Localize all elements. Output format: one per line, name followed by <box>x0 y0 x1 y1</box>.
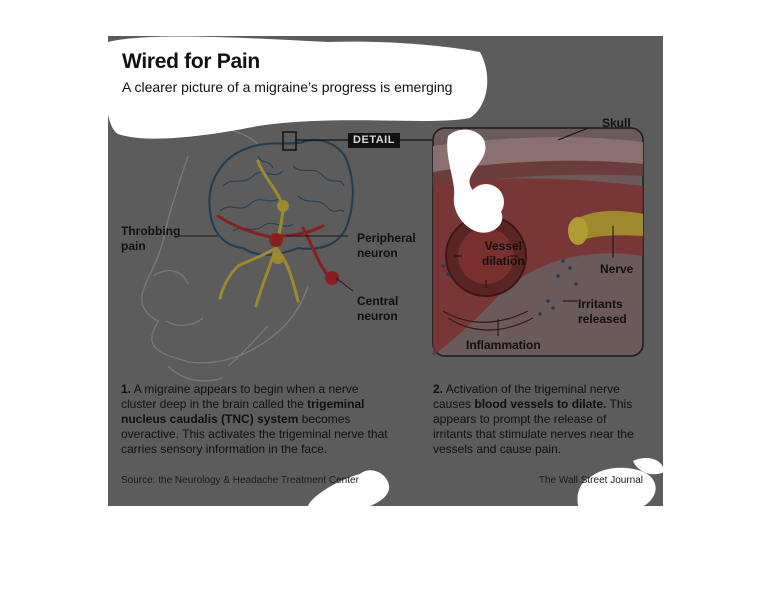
label-inflammation: Inflammation <box>466 338 541 352</box>
peripheral-neuron-dot <box>269 233 283 247</box>
tnc-dot <box>277 200 289 212</box>
caption-step-1: 1. A migraine appears to begin when a ne… <box>121 382 388 456</box>
brain-outline <box>208 139 354 256</box>
label-irritants-released: Irritants released <box>578 297 627 326</box>
label-central-neuron: Central neuron <box>357 294 399 323</box>
yellow-node-dot <box>272 252 284 264</box>
detail-tag: DETAIL <box>348 133 400 148</box>
detail-marker-box <box>282 131 297 151</box>
brain-folds <box>219 155 345 232</box>
caption-step-2: 2. Activation of the trigeminal nerve ca… <box>433 382 634 456</box>
text-layer: Wired for Pain A clearer picture of a mi… <box>108 36 663 506</box>
central-neuron-dot <box>325 271 339 285</box>
label-throbbing-pain: Throbbing pain <box>121 224 181 253</box>
leader-lines <box>178 235 354 292</box>
source-credit: Source: the Neurology & Headache Treatme… <box>121 475 359 486</box>
label-peripheral-neuron: Peripheral neuron <box>357 231 416 260</box>
publisher-credit: The Wall Street Journal <box>538 475 643 486</box>
label-skull: Skull <box>602 116 631 130</box>
label-nerve: Nerve <box>600 262 634 276</box>
label-vessel-dilation: Vessel dilation <box>482 239 525 268</box>
page-subtitle: A clearer picture of a migraine’s progre… <box>122 79 453 95</box>
white-overlay-shapes <box>108 36 663 506</box>
infographic-artwork <box>108 36 663 506</box>
page-title: Wired for Pain <box>122 50 260 73</box>
